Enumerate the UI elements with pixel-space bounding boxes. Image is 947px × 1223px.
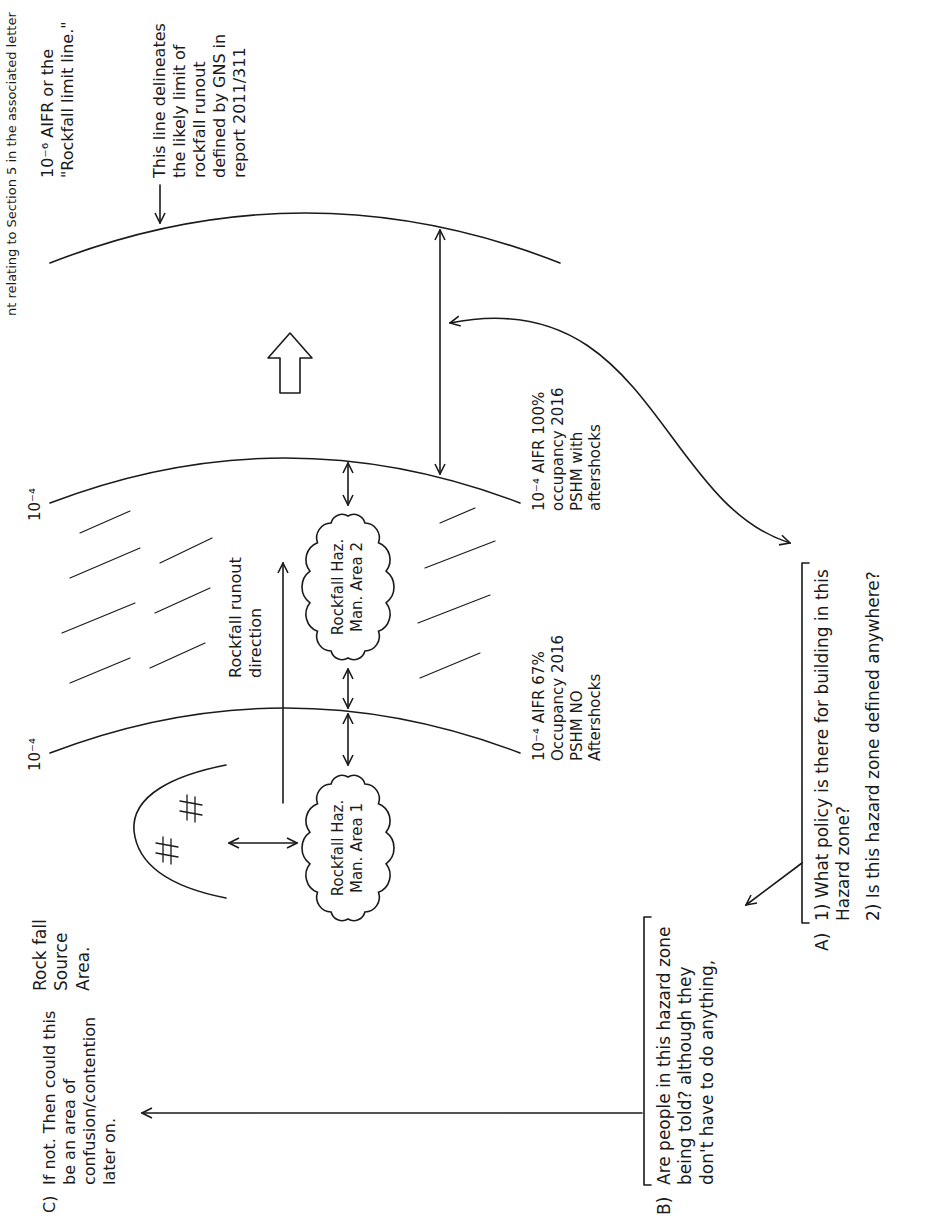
aifr-value: 10⁻⁴ bbox=[26, 738, 45, 771]
link-arrow bbox=[746, 863, 802, 905]
question-text: 2) Is this hazard zone defined anywhere? bbox=[863, 561, 884, 921]
cliff-outline bbox=[134, 765, 226, 898]
limit-line-label: 10⁻⁶ AIFR or the "Rockfall limit line." bbox=[38, 10, 78, 178]
hazard-area-cloud: Rockfall Haz. Man. Area 2 bbox=[300, 507, 396, 667]
limit-line-note: This line delineates the likely limit of… bbox=[150, 10, 250, 178]
runout-arrow bbox=[282, 563, 284, 803]
area-label: Rockfall Haz. Man. Area 2 bbox=[329, 527, 367, 647]
runout-label: Rockfall runout direction bbox=[226, 528, 266, 678]
note-text: If not. Then could this be an area of co… bbox=[40, 1000, 120, 1185]
extent-arrow bbox=[229, 842, 297, 844]
note-letter: B) bbox=[654, 1197, 675, 1215]
hollow-arrow bbox=[268, 333, 312, 393]
zone-extent-arrow bbox=[439, 230, 441, 474]
hazard-area-cloud: Rockfall Haz. Man. Area 1 bbox=[300, 768, 396, 928]
link-curve bbox=[450, 318, 790, 543]
bracket bbox=[802, 563, 809, 923]
extent-arrow bbox=[347, 669, 349, 708]
source-area-label: Rock fall Source Area. bbox=[30, 896, 94, 991]
leader-arrow bbox=[159, 185, 161, 223]
hatching bbox=[62, 508, 495, 683]
cloud-outline-path bbox=[302, 775, 394, 920]
aifr-value: 10⁻⁴ bbox=[26, 488, 45, 521]
note-text: Are people in this hazard zone being tol… bbox=[654, 920, 718, 1185]
risk-contour-inner bbox=[50, 708, 520, 753]
note-letter: A) bbox=[812, 933, 833, 951]
risk-contour-outer bbox=[50, 458, 520, 503]
note-letter: C) bbox=[40, 1196, 60, 1213]
link-arrow bbox=[142, 1112, 642, 1114]
extent-arrow bbox=[347, 714, 349, 765]
extent-arrow bbox=[347, 463, 349, 505]
source-marks bbox=[156, 795, 202, 864]
area-label: Rockfall Haz. Man. Area 1 bbox=[329, 788, 367, 908]
cloud-outline-path bbox=[302, 514, 394, 659]
page-heading: nt relating to Section 5 in the associat… bbox=[4, 12, 20, 316]
bracket bbox=[644, 917, 651, 1185]
question-text: 1) What policy is there for building in … bbox=[812, 561, 855, 921]
rockfall-limit-line bbox=[50, 213, 560, 263]
aifr-note: 10⁻⁴ AIFR 67% Occupancy 2016 PSHM NO Aft… bbox=[530, 631, 605, 761]
aifr-note: 10⁻⁴ AIFR 100% occupancy 2016 PSHM with … bbox=[530, 371, 605, 511]
